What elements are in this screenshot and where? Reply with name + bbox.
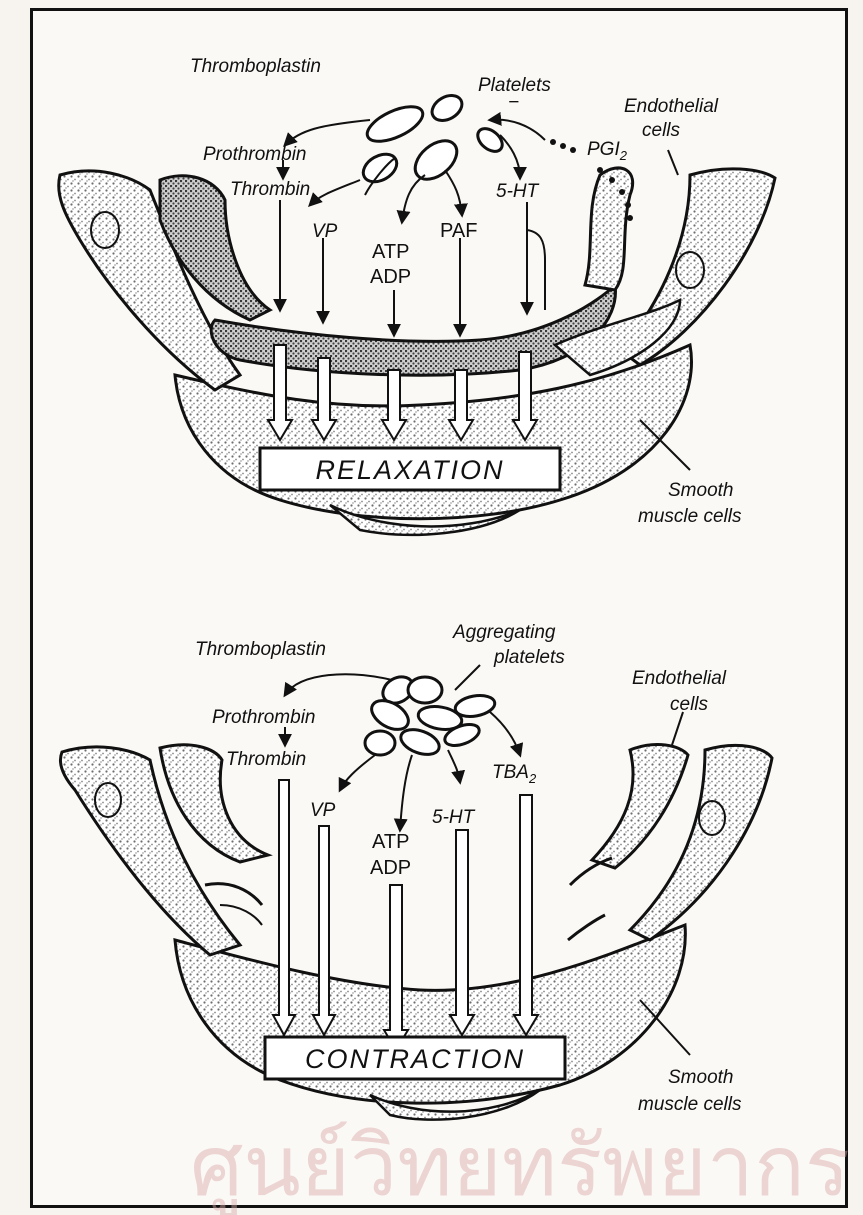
arrow — [527, 202, 545, 313]
label-atp: ATP — [372, 241, 409, 263]
label-endothelial: Endothelial — [624, 96, 719, 117]
arrow — [285, 674, 392, 695]
top-endothelial-bottom — [211, 285, 615, 375]
label-adp: ADP — [370, 266, 411, 288]
label-thromboplastin: Thromboplastin — [190, 56, 321, 77]
platelet — [454, 693, 497, 720]
bottom-endothelial-right-inner — [592, 745, 688, 868]
arrow — [445, 170, 462, 215]
label-muscle-cells: muscle cells — [638, 1094, 742, 1115]
bottom-gap-edge — [205, 884, 262, 905]
label-aggregating: Aggregating — [452, 622, 556, 643]
label-thromboplastin: Thromboplastin — [195, 639, 326, 660]
label-thrombin: Thrombin — [230, 179, 310, 200]
arrow — [310, 180, 360, 205]
leader-line — [672, 712, 683, 745]
bottom-gap-edge — [220, 905, 262, 925]
arrow — [402, 175, 425, 222]
platelet — [408, 133, 464, 187]
label-prothrombin: Prothrombin — [212, 707, 316, 728]
watermark-text: ศูนย์วิทยทรัพยากร — [190, 1119, 850, 1215]
label-vp: VP — [312, 221, 338, 242]
arrow — [490, 712, 520, 755]
platelet — [397, 725, 442, 759]
bottom-gap-edge — [568, 915, 605, 940]
contraction-label: CONTRACTION — [305, 1044, 525, 1074]
label-atp: ATP — [372, 831, 409, 853]
top-endothelial-right-inner — [585, 168, 633, 290]
platelet — [358, 149, 401, 188]
label-5ht: 5-HT — [496, 181, 540, 202]
arrow — [400, 755, 412, 830]
platelet — [362, 100, 427, 149]
label-adp: ADP — [370, 857, 411, 879]
platelet — [473, 124, 506, 156]
platelet — [428, 90, 467, 125]
label-minus: − — [508, 92, 519, 113]
label-endothelial-cells: cells — [670, 694, 709, 715]
platelet — [408, 677, 442, 703]
platelet-cluster — [365, 672, 496, 760]
arrow — [448, 750, 460, 782]
bottom-panel: CONTRACTION Thromboplastin Aggregating p… — [61, 622, 772, 1120]
top-panel: RELAXATION Thromboplastin Platelets − En… — [59, 56, 775, 535]
label-paf: PAF — [440, 220, 477, 242]
label-vp: VP — [310, 800, 336, 821]
label-endothelial-cells: cells — [642, 120, 681, 141]
label-muscle-cells: muscle cells — [638, 506, 742, 527]
label-endothelial: Endothelial — [632, 668, 727, 689]
label-5ht: 5-HT — [432, 807, 476, 828]
label-pgi: PGI2 — [587, 139, 628, 163]
platelet — [365, 731, 395, 755]
label-smooth: Smooth — [668, 480, 733, 501]
label-tba: TBA2 — [492, 762, 537, 786]
label-thrombin: Thrombin — [226, 749, 306, 770]
label-aggregating-platelets: platelets — [493, 647, 565, 668]
relaxation-label: RELAXATION — [315, 455, 504, 485]
arrow — [285, 120, 370, 145]
leader-line — [668, 150, 678, 175]
label-smooth: Smooth — [668, 1067, 733, 1088]
leader-line — [455, 665, 480, 690]
label-prothrombin: Prothrombin — [203, 144, 307, 165]
arrow — [340, 755, 375, 790]
